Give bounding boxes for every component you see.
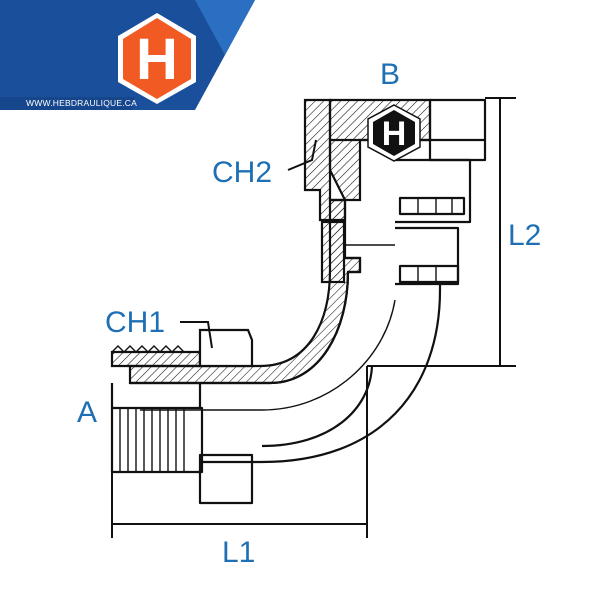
dim-l1-line xyxy=(111,366,368,538)
leader-ch2 xyxy=(287,139,317,171)
brand-logo-icon: H xyxy=(118,13,196,104)
label-ch2: CH2 xyxy=(212,156,272,189)
header-url-strip xyxy=(0,97,135,110)
dimension-lines xyxy=(111,97,516,538)
port-a-thread xyxy=(110,345,204,474)
elbow-outer-curve xyxy=(200,282,442,464)
header-band-light xyxy=(195,0,255,55)
elbow-bore xyxy=(130,256,362,385)
bore-centerline xyxy=(140,299,396,411)
brand-header: WWW.HEBDRAULIQUE.CA H xyxy=(0,0,255,110)
fitting-logo-letter: H xyxy=(382,115,407,153)
brand-logo-letter: H xyxy=(136,27,178,92)
elbow-fitting: H xyxy=(110,98,487,505)
elbow-inner-arc xyxy=(261,365,374,448)
label-ch1: CH1 xyxy=(105,306,165,339)
label-l1: L1 xyxy=(222,536,255,569)
label-a: A xyxy=(77,396,97,429)
hex-ch1 xyxy=(198,328,254,505)
fitting-logo-icon: H xyxy=(367,104,421,162)
leader-ch1 xyxy=(180,321,213,349)
dimension-labels: B CH2 L2 CH1 A L1 xyxy=(77,58,541,569)
label-l2: L2 xyxy=(508,219,541,252)
brand-url: WWW.HEBDRAULIQUE.CA xyxy=(26,98,137,108)
label-b: B xyxy=(380,58,400,91)
dim-l2-line xyxy=(367,97,516,367)
